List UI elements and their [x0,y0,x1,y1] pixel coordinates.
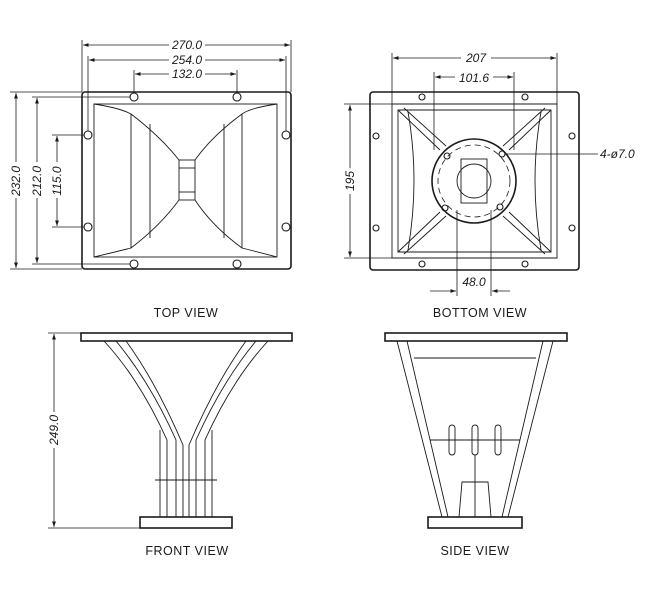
dim-top-hole-span-mid: 115.0 [50,166,64,195]
top-view-label: TOP VIEW [154,306,219,320]
dim-bottom-inner-span: 101.6 [459,71,489,85]
dim-top-hole-span-inner: 132.0 [172,67,202,81]
bottom-flange-outline [369,91,580,271]
dim-bottom-throat: 48.0 [462,275,486,289]
top-mouth-outline [93,103,278,258]
dim-bottom-height: 195 [343,171,357,191]
dim-top-hole-span-outer: 254.0 [171,53,202,67]
side-flange [384,332,568,342]
dim-top-hole-span-vertical: 212.0 [30,166,44,197]
dim-top-overall-height: 232.0 [9,166,23,197]
front-view-label: FRONT VIEW [145,544,228,558]
bottom-view: 207 101.6 195 48.0 4-ø7.0 BOTTOM VIEW [342,50,635,320]
callout-bottom-holes: 4-ø7.0 [600,147,635,161]
front-base [139,516,233,529]
dim-bottom-width: 207 [465,51,487,65]
side-view-label: SIDE VIEW [440,544,509,558]
dim-front-height: 249.0 [47,415,61,446]
dim-top-overall-width: 270.0 [171,38,202,52]
top-view: 270.0 254.0 132.0 232.0 212.0 115.0 TOP … [9,37,292,320]
bottom-flange-holes [372,93,576,268]
front-view: 249.0 FRONT VIEW [46,332,293,558]
side-view: SIDE VIEW [384,332,568,558]
side-base [427,516,523,529]
bottom-view-label: BOTTOM VIEW [433,306,527,320]
front-flange [80,332,293,342]
bottom-throat-flange [431,138,517,224]
top-flange-outline [81,91,292,270]
top-mounting-holes [83,92,291,269]
bottom-bolt-holes [441,150,506,212]
